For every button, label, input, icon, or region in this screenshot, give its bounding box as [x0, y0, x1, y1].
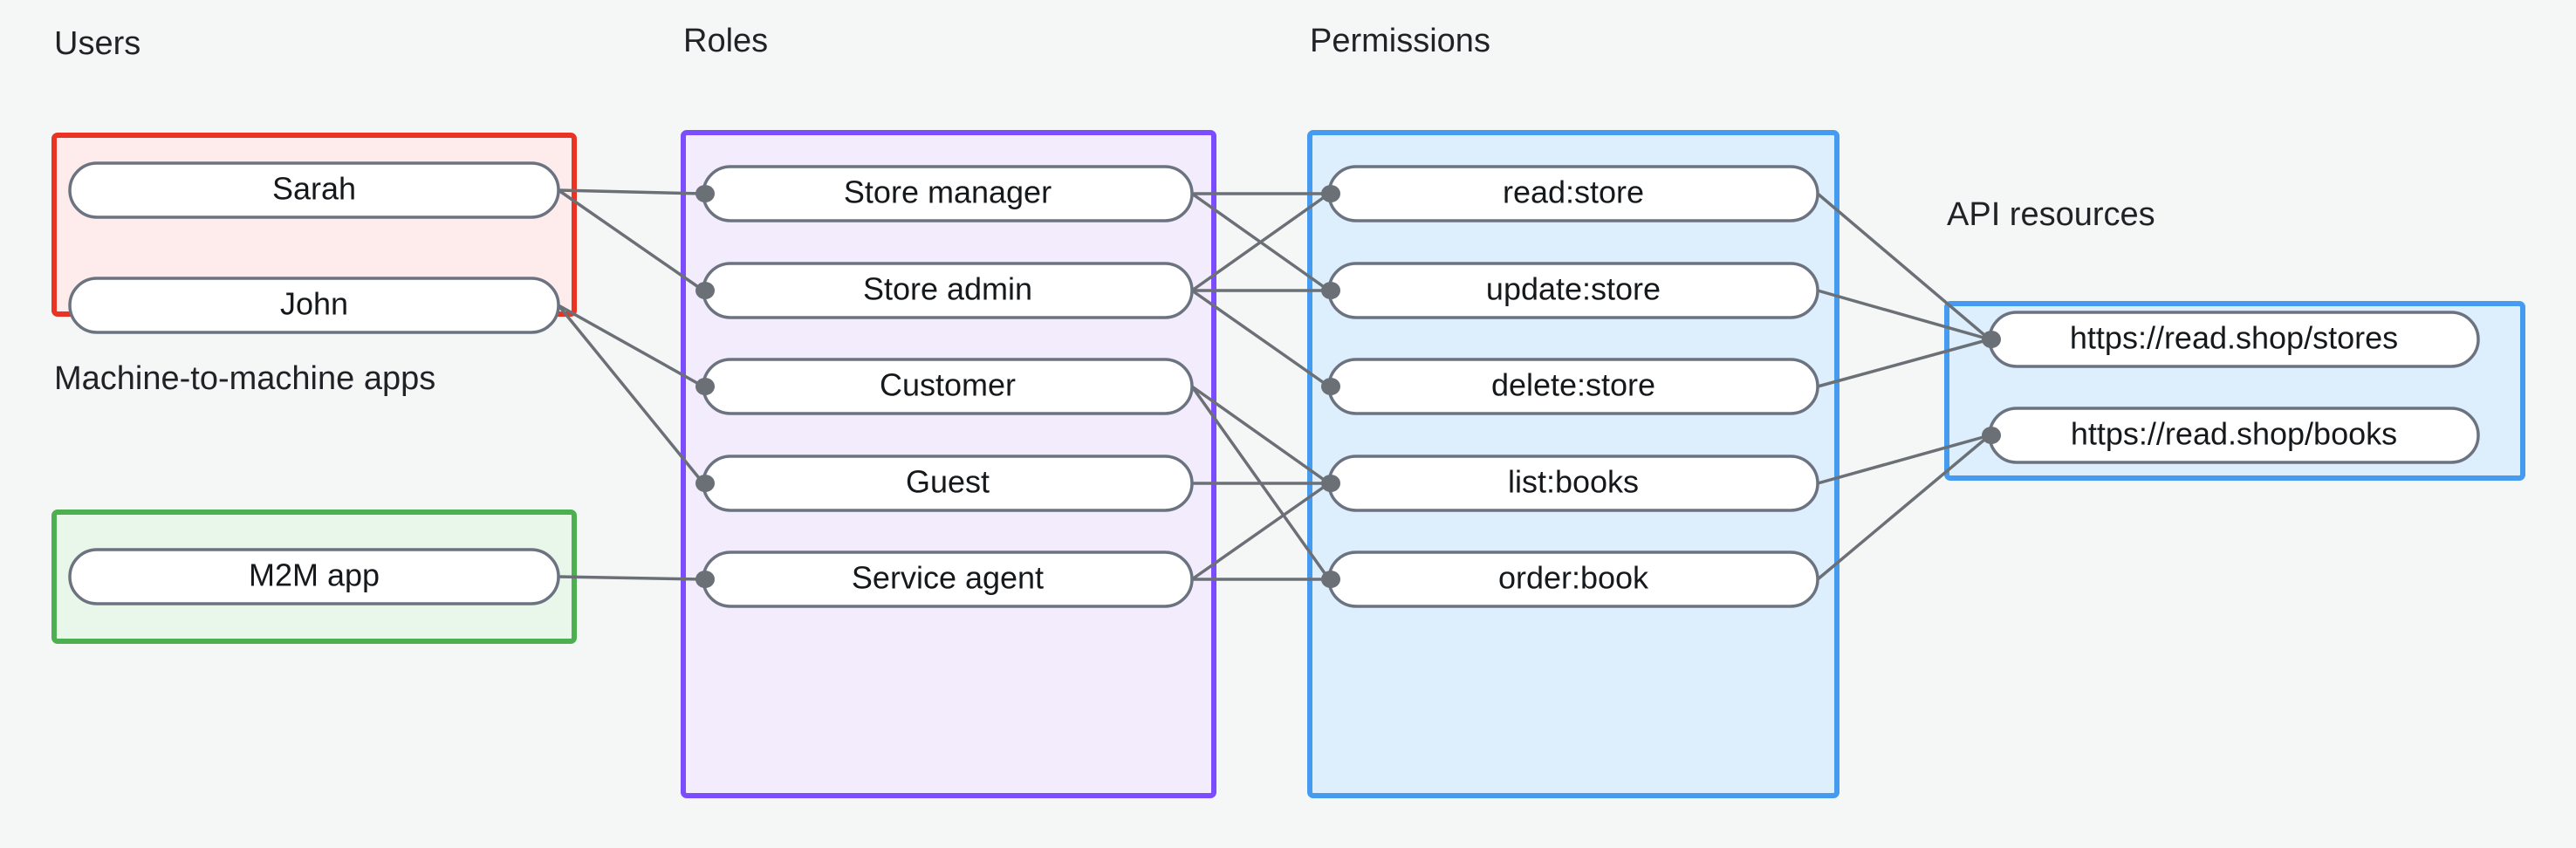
port-guest	[695, 475, 715, 492]
node-john[interactable]	[68, 277, 560, 334]
node-label-res_stores: https://read.shop/stores	[2070, 320, 2398, 356]
node-label-customer: Customer	[880, 367, 1016, 403]
group-title-users: Users	[54, 25, 140, 62]
group-title-m2m: Machine-to-machine apps	[54, 360, 435, 397]
edge-list_books-to-res_books	[1817, 434, 1990, 485]
edge-customer-to-list_books	[1190, 385, 1331, 485]
port-res_books	[1982, 427, 2001, 444]
edge-john-to-customer	[558, 304, 704, 388]
edge-delete_store-to-res_stores	[1817, 338, 1990, 388]
node-m2mapp[interactable]	[68, 548, 560, 605]
port-layer	[695, 185, 2001, 588]
edge-update_store-to-res_stores	[1817, 289, 1990, 341]
edge-order_book-to-res_books	[1816, 434, 1991, 581]
edge-m2mapp-to-service_agent	[558, 575, 704, 581]
edge-service_agent-to-list_books	[1190, 482, 1331, 581]
node-label-store_admin: Store admin	[863, 271, 1032, 307]
port-store_admin	[695, 282, 715, 299]
edge-read_store-to-res_stores	[1816, 192, 1991, 341]
port-read_store	[1321, 185, 1340, 202]
node-label-update_store: update:store	[1486, 271, 1661, 307]
node-label-read_store: read:store	[1503, 174, 1644, 210]
port-order_book	[1321, 571, 1340, 588]
port-service_agent	[695, 571, 715, 588]
node-label-list_books: list:books	[1508, 464, 1639, 500]
node-label-m2mapp: M2M app	[249, 557, 380, 593]
node-label-order_book: order:book	[1498, 560, 1649, 596]
port-store_manager	[695, 185, 715, 202]
node-label-sarah: Sarah	[272, 171, 356, 207]
group-title-permissions: Permissions	[1310, 23, 1490, 59]
node-label-delete_store: delete:store	[1491, 367, 1655, 403]
edge-sarah-to-store_manager	[558, 188, 704, 195]
edge-sarah-to-store_admin	[558, 188, 704, 292]
node-sarah[interactable]	[68, 161, 560, 219]
port-delete_store	[1321, 378, 1340, 395]
port-customer	[695, 378, 715, 395]
group-title-roles: Roles	[683, 23, 768, 59]
node-label-res_books: https://read.shop/books	[2071, 416, 2397, 452]
edge-john-to-guest	[557, 304, 705, 485]
edge-store_admin-to-delete_store	[1190, 289, 1331, 388]
port-list_books	[1321, 475, 1340, 492]
edge-layer	[557, 188, 1991, 581]
group-title-api_resources: API resources	[1947, 196, 2155, 233]
port-update_store	[1321, 282, 1340, 299]
node-label-store_manager: Store manager	[844, 174, 1052, 210]
node-label-service_agent: Service agent	[852, 560, 1044, 596]
port-res_stores	[1982, 331, 2001, 348]
edge-store_admin-to-read_store	[1190, 192, 1331, 292]
node-label-guest: Guest	[906, 464, 990, 500]
node-label-john: John	[280, 286, 348, 322]
